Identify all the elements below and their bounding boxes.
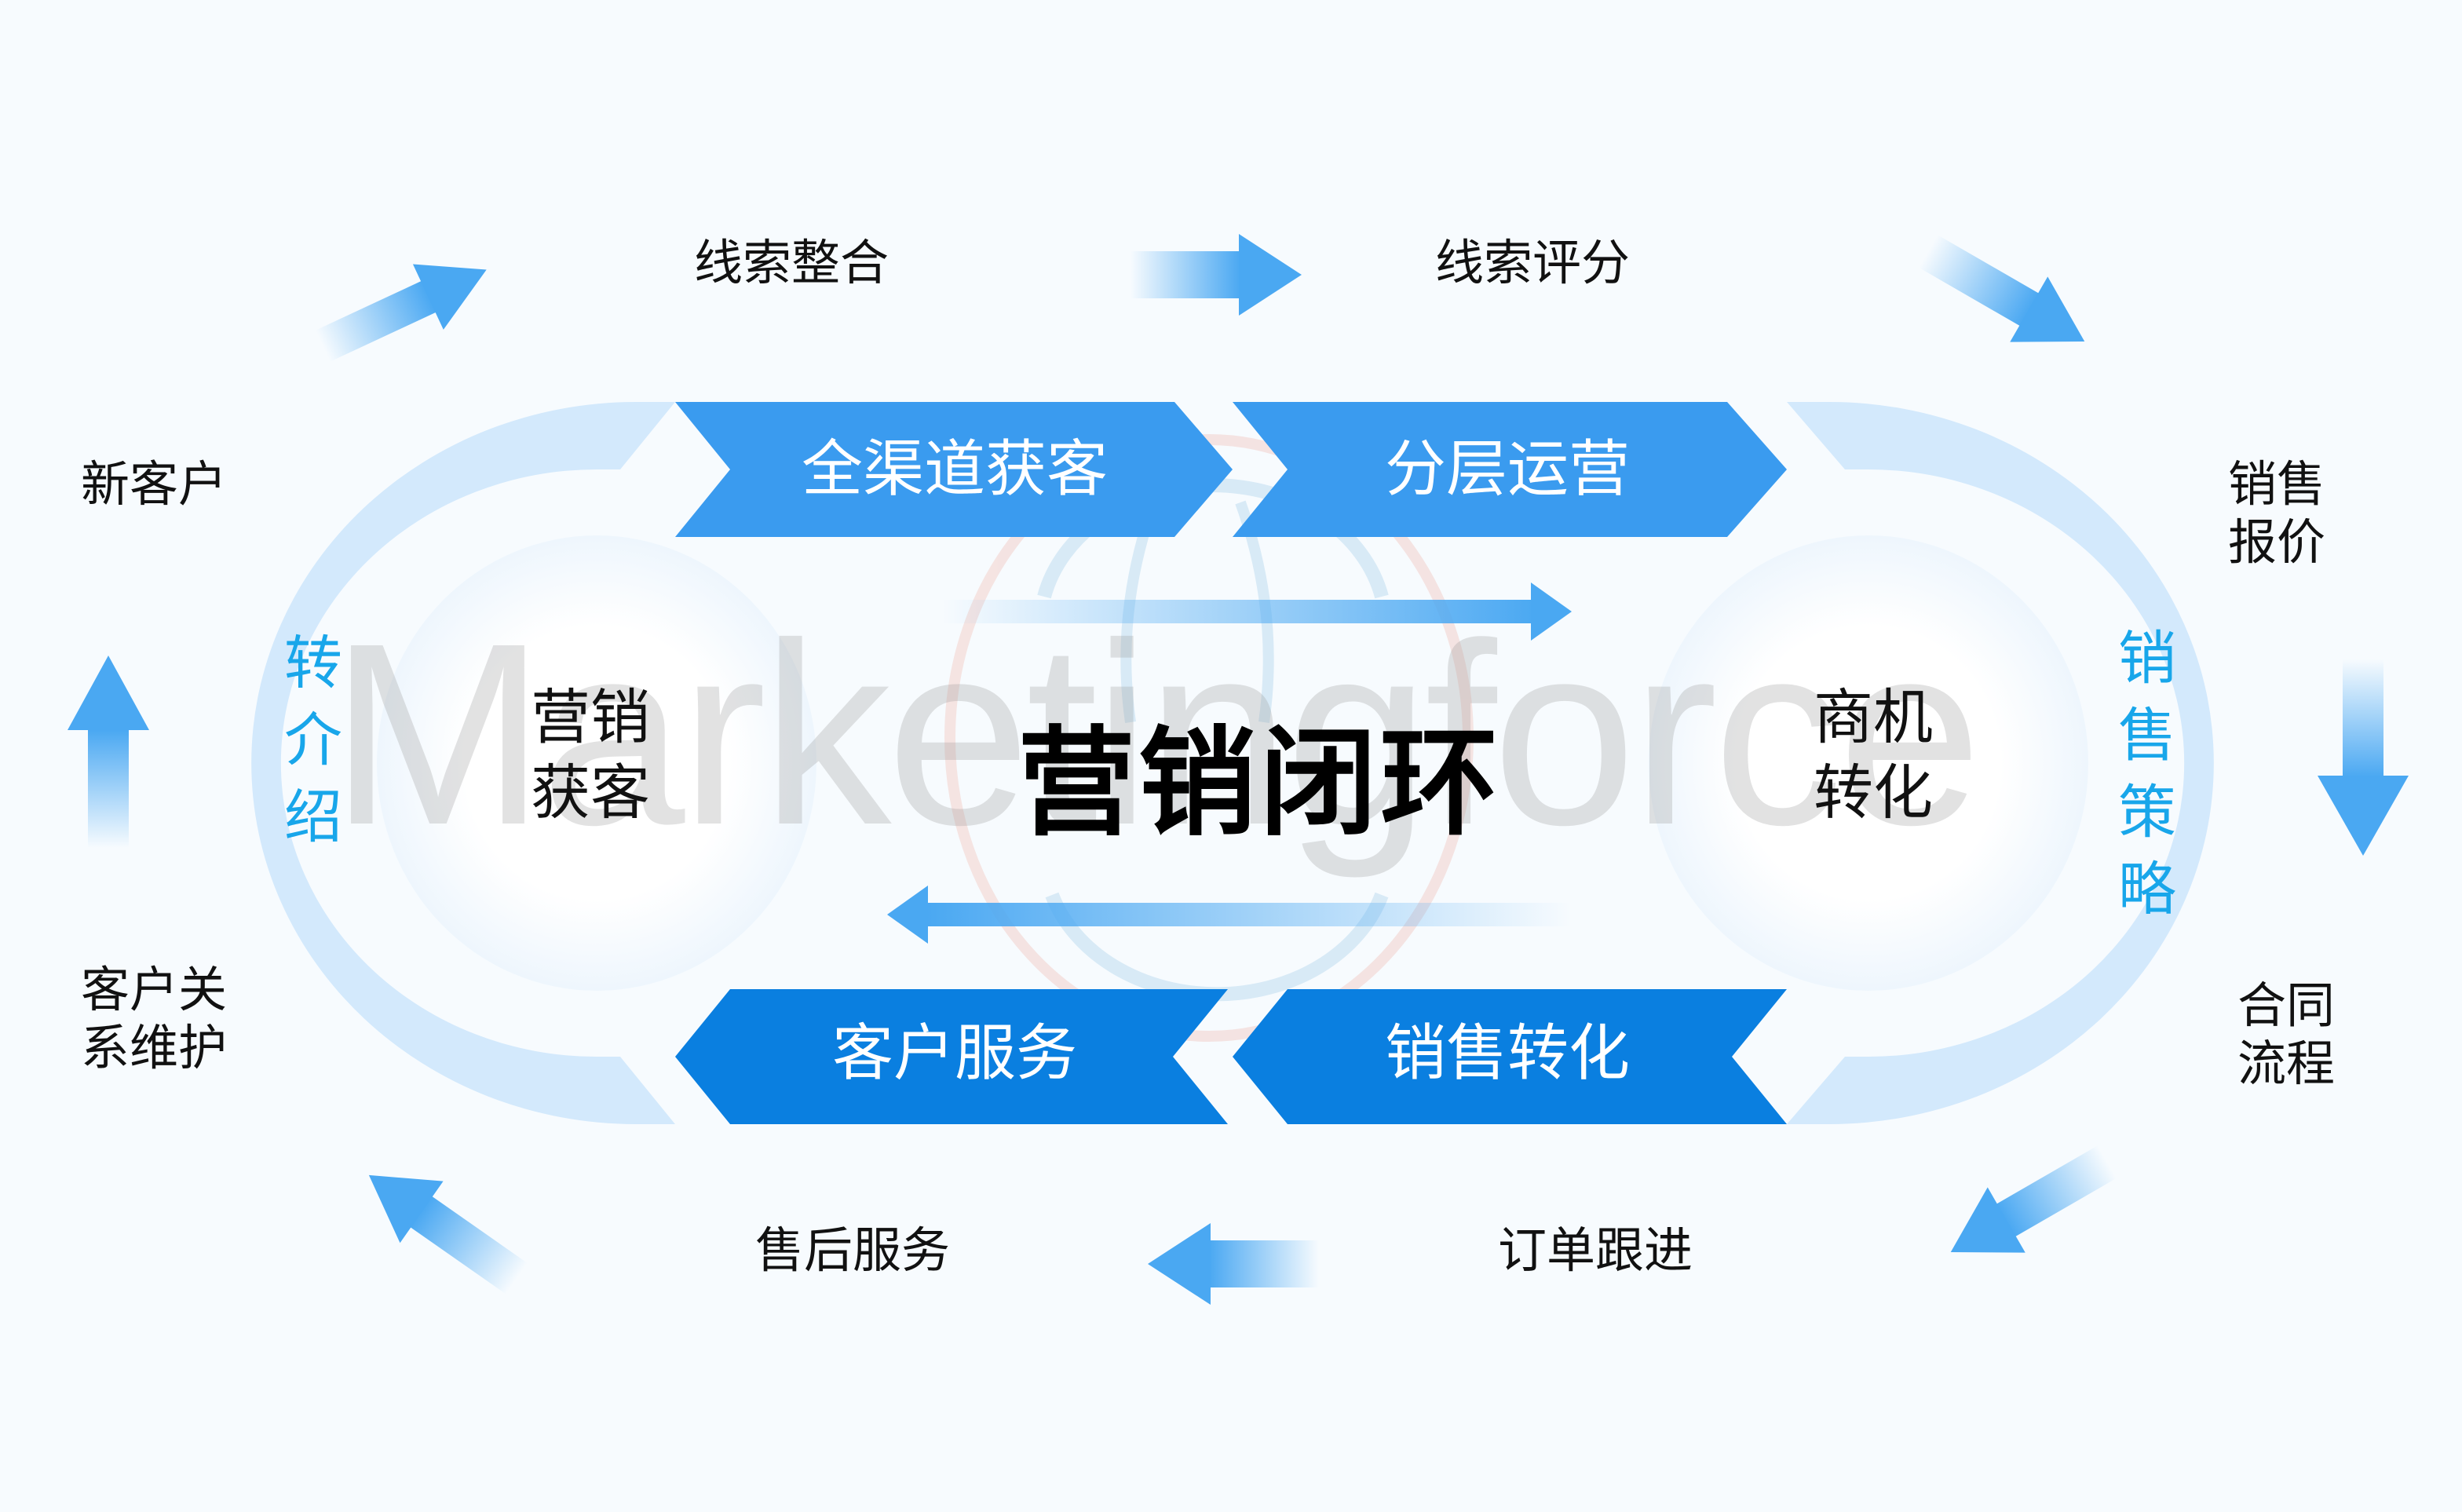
ring-label-referral: 转 介 绍 — [284, 630, 342, 851]
step-lead-integration: 线索整合 — [693, 234, 889, 291]
center-arrow-right-icon — [942, 583, 1572, 641]
step-customer-relationship: 客户关 系维护 — [80, 961, 228, 1076]
inner-circle-right — [1649, 535, 2088, 991]
arrow-up-right-icon — [315, 264, 487, 362]
step-lead-scoring: 线索评分 — [1434, 234, 1631, 291]
inner-circle-left — [377, 535, 816, 991]
step-sales-quote: 销售 报价 — [2227, 455, 2326, 571]
step-after-sales: 售后服务 — [754, 1222, 951, 1279]
chevron-label-sales-conversion: 销售转化 — [1384, 1018, 1631, 1089]
arrow-right-top-icon — [1131, 234, 1302, 316]
arrow-down-right-icon — [1919, 235, 2085, 342]
arrow-down-icon — [2318, 659, 2409, 856]
inner-label-marketing-acquisition: 营销 获客 — [531, 682, 650, 827]
chevron-label-omnichannel: 全渠道获客 — [801, 434, 1109, 505]
chevron-label-customer-service: 客户服务 — [831, 1018, 1078, 1089]
chevron-layered-ops[interactable] — [1233, 402, 1787, 537]
step-contract-process: 合同 流程 — [2237, 977, 2336, 1092]
chevron-sales-conversion[interactable] — [1233, 989, 1787, 1124]
step-order-followup: 订单跟进 — [1497, 1222, 1693, 1279]
arrow-down-left-icon — [1950, 1145, 2117, 1253]
arrow-up-icon — [68, 656, 149, 848]
watermark-text: Marketingforce — [330, 589, 1982, 878]
arrow-left-bottom-icon — [1148, 1223, 1319, 1305]
chevron-customer-service[interactable] — [675, 989, 1228, 1124]
chevron-label-layered-ops: 分层运营 — [1384, 434, 1631, 505]
ring-label-sales-strategy: 销 售 策 略 — [2118, 625, 2176, 923]
chevron-omnichannel[interactable] — [675, 402, 1233, 537]
arrow-up-left-icon — [368, 1174, 528, 1295]
inner-label-opportunity-conversion: 商机 转化 — [1814, 682, 1933, 827]
center-title: 营销闭环 — [1017, 715, 1502, 853]
step-new-customer: 新客户 — [80, 455, 228, 513]
center-arrow-left-icon — [887, 886, 1570, 944]
